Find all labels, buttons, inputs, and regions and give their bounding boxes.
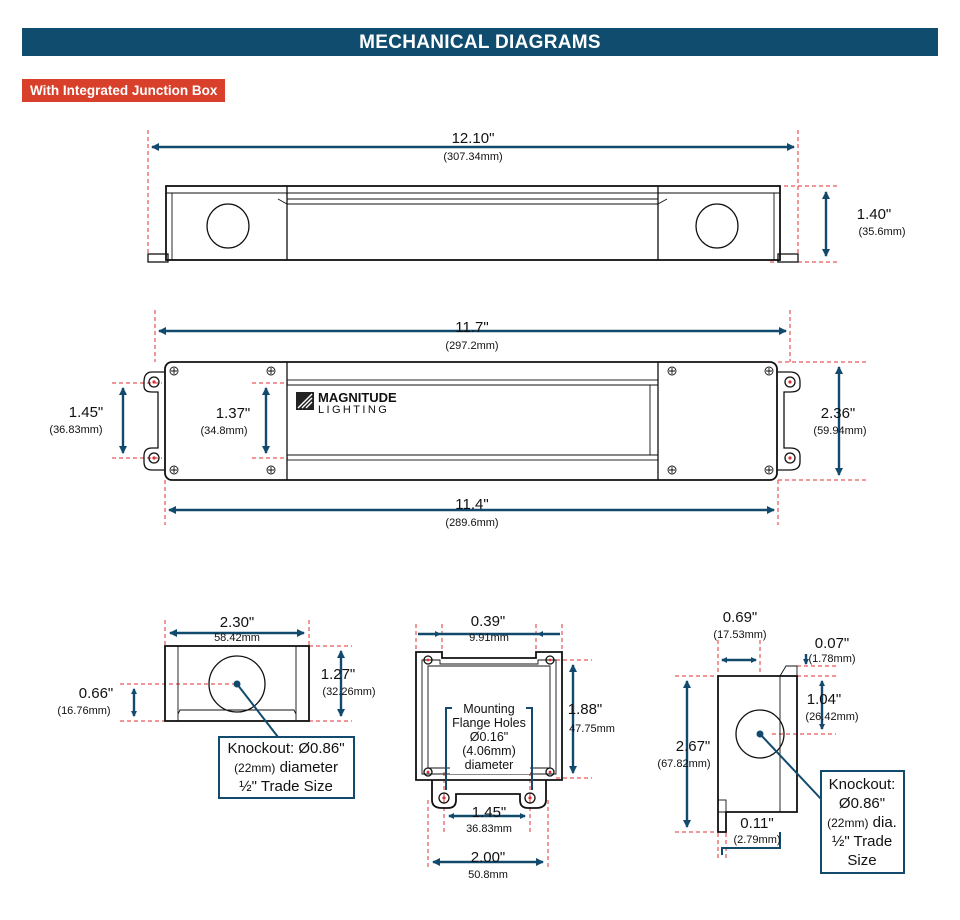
profile-top-width-mm: (17.53mm) bbox=[713, 629, 766, 641]
end-height-mm: 47.75mm bbox=[569, 723, 615, 735]
svg-text:(22mm) dia.: (22mm) dia. bbox=[827, 814, 897, 831]
mounting-note-4: (4.06mm) bbox=[462, 744, 515, 758]
housing-top bbox=[165, 185, 781, 261]
flange-spacing-mm: (36.83mm) bbox=[49, 424, 102, 436]
side-height-in: 1.27" bbox=[321, 666, 356, 683]
side-height-mm: (32.26mm) bbox=[322, 686, 375, 698]
front-inner-width-in: 11.4" bbox=[455, 496, 488, 513]
profile-height-in: 2.67" bbox=[676, 738, 711, 755]
hole-spacing-in: 1.45" bbox=[472, 804, 507, 821]
knockout bbox=[208, 655, 266, 713]
profile-view: 0.69" (17.53mm) 0.07" (1.78mm) 1.04" (26… bbox=[657, 609, 905, 874]
knockout-callout bbox=[218, 736, 355, 799]
profile-knockout bbox=[735, 709, 785, 759]
front-height-mm: (59.94mm) bbox=[813, 425, 866, 437]
profile-height-mm: (67.82mm) bbox=[657, 758, 710, 770]
lip-mm: (1.78mm) bbox=[808, 653, 855, 665]
knockout-offset-mm: (16.76mm) bbox=[57, 705, 110, 717]
top-gap-mm: 9.91mm bbox=[469, 632, 509, 644]
front-view: 11.7" (297.2mm) bbox=[49, 310, 867, 529]
hole-spacing-mm: 36.83mm bbox=[466, 823, 512, 835]
svg-text:MAGNITUDE: MAGNITUDE bbox=[318, 390, 397, 405]
side-view: 2.30" 58.42mm 1.27" (32.26mm) 0.66" (16.… bbox=[57, 614, 376, 799]
mounting-note-2: Flange Holes bbox=[452, 716, 526, 730]
base-mm: (2.79mm) bbox=[733, 834, 780, 846]
side-width-in: 2.30" bbox=[220, 614, 255, 631]
svg-text:(22mm) diameter: (22mm) diameter bbox=[234, 759, 338, 776]
front-inner-width-mm: (289.6mm) bbox=[445, 517, 498, 529]
svg-text:Knockout:: Knockout: bbox=[829, 776, 896, 793]
knockout-center-mm: (26.42mm) bbox=[805, 711, 858, 723]
mounting-note-5: diameter bbox=[465, 758, 514, 772]
junction-box-end bbox=[415, 651, 563, 781]
mounting-note-3: Ø0.16" bbox=[470, 730, 509, 744]
end-width-mm: 50.8mm bbox=[468, 869, 508, 881]
mounting-note-1: Mounting bbox=[463, 702, 514, 716]
front-outer-width-in: 11.7" bbox=[455, 319, 488, 336]
section-label: With Integrated Junction Box bbox=[22, 79, 226, 102]
page-title: MECHANICAL DIAGRAMS bbox=[22, 28, 938, 56]
svg-text:Ø0.86": Ø0.86" bbox=[839, 795, 885, 812]
profile-top-width-in: 0.69" bbox=[723, 609, 758, 626]
front-height-in: 2.36" bbox=[821, 405, 856, 422]
svg-text:½" Trade: ½" Trade bbox=[832, 833, 892, 850]
lens-height-mm: (34.8mm) bbox=[200, 425, 247, 437]
svg-text:Size: Size bbox=[847, 852, 876, 869]
end-view: 0.39" 9.91mm Mounting Flange Holes Ø0.16… bbox=[415, 613, 615, 881]
top-height-in: 1.40" bbox=[857, 206, 892, 223]
housing-front bbox=[164, 361, 778, 481]
svg-text:LIGHTING: LIGHTING bbox=[318, 404, 389, 416]
end-height-in: 1.88" bbox=[568, 701, 603, 718]
knockout-left bbox=[206, 203, 250, 249]
top-view: 12.10" (307.34mm) 1.40" (35.6mm) bbox=[147, 130, 906, 263]
top-length-mm: (307.34mm) bbox=[443, 151, 502, 163]
side-width-mm: 58.42mm bbox=[214, 632, 260, 644]
lens-height-in: 1.37" bbox=[216, 405, 251, 422]
magnitude-logo: MAGNITUDE LIGHTING bbox=[296, 390, 397, 416]
junction-box-side bbox=[164, 645, 310, 722]
top-length-in: 12.10" bbox=[452, 130, 495, 147]
profile-knockout-callout bbox=[820, 770, 905, 874]
svg-text:Knockout: Ø0.86": Knockout: Ø0.86" bbox=[227, 740, 344, 757]
front-outer-width-mm: (297.2mm) bbox=[445, 340, 498, 352]
flange-spacing-in: 1.45" bbox=[69, 404, 104, 421]
svg-text:½" Trade Size: ½" Trade Size bbox=[239, 778, 333, 795]
top-gap-in: 0.39" bbox=[471, 613, 506, 630]
knockout-center-in: 1.04" bbox=[807, 691, 842, 708]
junction-box-profile bbox=[717, 675, 798, 833]
base-in: 0.11" bbox=[740, 815, 773, 832]
lip-in: 0.07" bbox=[815, 635, 850, 652]
end-width-in: 2.00" bbox=[471, 849, 506, 866]
knockout-offset-in: 0.66" bbox=[79, 685, 114, 702]
top-height-mm: (35.6mm) bbox=[858, 226, 905, 238]
knockout-right bbox=[695, 203, 739, 249]
